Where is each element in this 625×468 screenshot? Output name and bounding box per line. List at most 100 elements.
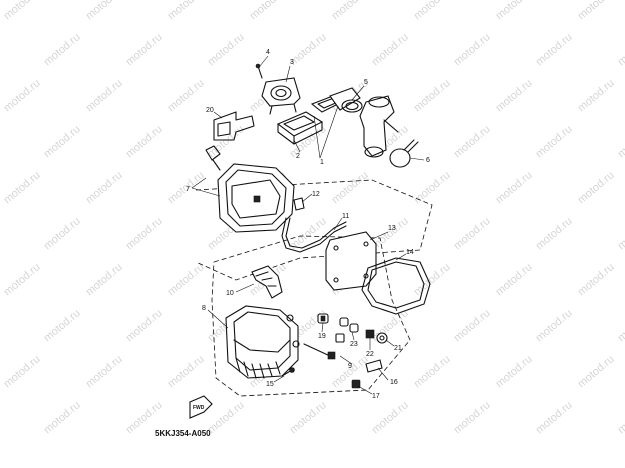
watermark-text: motod.ru — [494, 0, 535, 22]
watermark-text: motod.ru — [452, 307, 493, 344]
watermark-text: motod.ru — [534, 399, 575, 436]
watermark-text: motod.ru — [534, 215, 575, 252]
watermark-text: motod.ru — [412, 77, 453, 114]
watermark-text: motod.ru — [206, 123, 247, 160]
watermark-text: motod.ru — [166, 353, 207, 390]
callout-15: 15 — [266, 381, 274, 388]
watermark-text: motod.ru — [534, 31, 575, 68]
part-4-screw — [255, 63, 263, 79]
assembly-outline — [195, 179, 433, 397]
callout-11: 11 — [342, 213, 349, 220]
part-19-collar — [317, 313, 329, 324]
callout-20: 20 — [206, 107, 214, 114]
watermark-text: motod.ru — [412, 0, 453, 22]
part-18-spacer — [335, 333, 345, 343]
watermark-text: motod.ru — [494, 261, 535, 298]
leader-lines — [191, 55, 425, 395]
watermark-text: motod.ru — [534, 307, 575, 344]
callout-labels: 4 3 5 20 2 1 6 7 12 11 13 14 10 8 19 23 … — [186, 49, 430, 400]
callout-22: 22 — [366, 351, 374, 358]
part-7-cover-upper — [205, 145, 295, 233]
callout-9: 9 — [348, 363, 352, 370]
part-11-breather-pipe — [281, 217, 347, 253]
callout-6: 6 — [426, 157, 430, 164]
watermark-text: motod.ru — [330, 353, 371, 390]
watermark-text: motod.ru — [84, 0, 125, 22]
watermark-text: motod.ru — [42, 31, 83, 68]
part-20-gasket — [213, 111, 255, 141]
watermark-text: motod.ru — [412, 353, 453, 390]
watermark-text: motod.ru — [616, 307, 625, 344]
callout-8: 8 — [202, 305, 206, 312]
watermark-text: motod.ru — [370, 307, 411, 344]
watermark-text: motod.ru — [124, 215, 165, 252]
watermark-text: motod.ru — [576, 261, 617, 298]
callout-5: 5 — [364, 79, 368, 86]
watermark-text: motod.ru — [576, 77, 617, 114]
part-9-bolt — [303, 343, 336, 360]
part-10-elbow-hose — [251, 265, 283, 299]
part-1-reed-plate — [310, 87, 361, 113]
watermark-text: motod.ru — [452, 123, 493, 160]
part-21-washer — [376, 332, 388, 344]
watermark-text: motod.ru — [370, 399, 411, 436]
fwd-arrow-icon: FWD — [189, 395, 213, 419]
watermark-text: motod.ru — [124, 31, 165, 68]
watermark-text: motod.ru — [206, 31, 247, 68]
watermark-text: motod.ru — [166, 261, 207, 298]
watermark-text: motod.ru — [166, 77, 207, 114]
watermark-text: motod.ru — [494, 169, 535, 206]
part-14-gasket — [361, 257, 431, 315]
callout-2: 2 — [296, 153, 300, 160]
watermark-text: motod.ru — [166, 0, 207, 22]
watermark-text: motod.ru — [248, 0, 289, 22]
part-15-screw — [281, 367, 295, 377]
watermark-text: motod.ru — [2, 0, 43, 22]
part-12-clip — [293, 197, 305, 211]
upper-assembly-frame — [195, 179, 433, 281]
part-11-pipe-inner — [285, 217, 347, 249]
watermark-text: motod.ru — [576, 353, 617, 390]
watermark-text: motod.ru — [412, 261, 453, 298]
callout-16: 16 — [390, 379, 398, 386]
part-3-reed-valve-body — [261, 77, 301, 115]
watermark-text: motod.ru — [42, 399, 83, 436]
lower-assembly-frame — [211, 235, 411, 397]
watermark-text: motod.ru — [616, 399, 625, 436]
watermark-text: motod.ru — [84, 77, 125, 114]
part-2-reed-valve — [276, 111, 324, 145]
watermark-text: motod.ru — [42, 215, 83, 252]
callout-3: 3 — [290, 59, 294, 66]
watermark-text: motod.ru — [576, 0, 617, 22]
watermark-text: motod.ru — [42, 123, 83, 160]
watermark-text: motod.ru — [452, 31, 493, 68]
part-13-plate — [325, 231, 377, 291]
watermark-text: motod.ru — [452, 215, 493, 252]
callout-21: 21 — [394, 345, 402, 352]
callout-1: 1 — [320, 159, 324, 166]
callout-19: 19 — [318, 333, 326, 340]
callout-4: 4 — [266, 49, 270, 56]
callout-10: 10 — [226, 290, 234, 297]
callout-12: 12 — [312, 191, 320, 198]
callout-13: 13 — [388, 225, 396, 232]
watermark-text: motod.ru — [616, 215, 625, 252]
watermark-text: motod.ru — [576, 169, 617, 206]
diagram-code: 5KKJ354-A050 — [155, 429, 211, 438]
watermark-text: motod.ru — [2, 353, 43, 390]
watermark-text: motod.ru — [616, 123, 625, 160]
watermark-text: motod.ru — [452, 399, 493, 436]
watermark-text: motod.ru — [616, 31, 625, 68]
callout-17: 17 — [372, 393, 380, 400]
part-intake-joint — [359, 95, 399, 158]
watermark-text: motod.ru — [370, 31, 411, 68]
part-8-cover-lower — [225, 305, 300, 379]
fwd-label: FWD — [193, 405, 205, 411]
callout-7: 7 — [186, 186, 190, 193]
watermark-text: motod.ru — [494, 353, 535, 390]
part-16-pipe — [365, 359, 383, 373]
watermark-text: motod.ru — [2, 77, 43, 114]
watermark-text: motod.ru — [494, 77, 535, 114]
